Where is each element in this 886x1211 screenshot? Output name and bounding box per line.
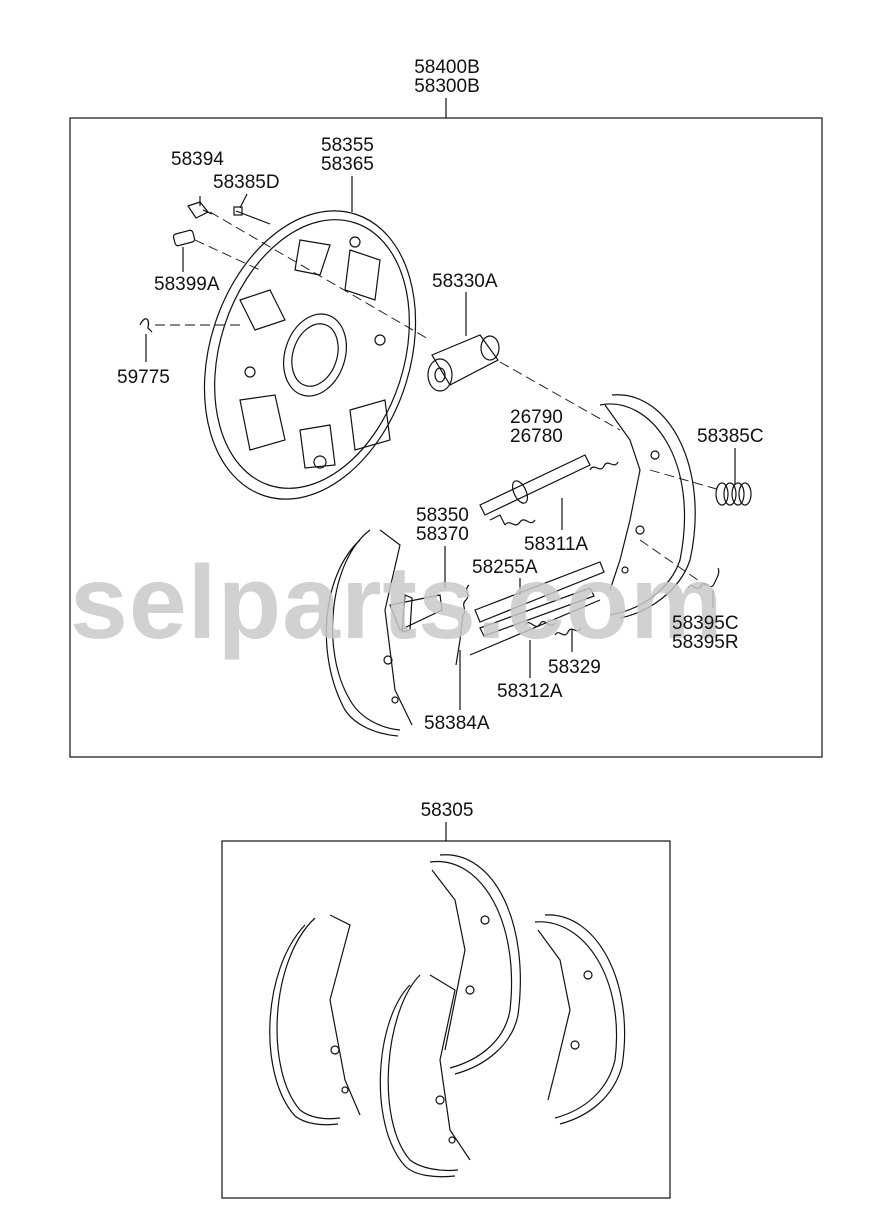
label-58400B: 58400B <box>414 57 480 78</box>
label-26790: 26790 <box>510 407 563 428</box>
label-58399A: 58399A <box>154 274 220 295</box>
label-58330A: 58330A <box>432 271 498 292</box>
label-58355: 58355 <box>321 135 374 156</box>
label-58384A: 58384A <box>424 713 490 734</box>
strut-plate <box>469 561 605 656</box>
wheel-cylinder <box>427 334 500 392</box>
lower-group-frame <box>221 840 671 1199</box>
lower-shoe-left <box>269 914 361 1126</box>
adjuster-assembly <box>479 454 619 526</box>
label-58395C: 58395C <box>672 613 739 634</box>
clip <box>139 318 153 333</box>
left-brake-shoe <box>325 529 413 737</box>
label-58365: 58365 <box>321 154 374 175</box>
lower-shoe-center-back <box>429 854 521 1075</box>
label-58255A: 58255A <box>472 557 538 578</box>
right-brake-shoe <box>599 394 696 619</box>
label-58395R: 58395R <box>672 632 739 653</box>
label-59775: 59775 <box>117 367 170 388</box>
label-58312A: 58312A <box>497 681 563 702</box>
label-26780: 26780 <box>510 426 563 447</box>
label-58350: 58350 <box>416 505 469 526</box>
label-58385C: 58385C <box>697 426 764 447</box>
cap <box>172 229 196 247</box>
backing-plate <box>203 210 417 500</box>
shoe-hold-pin <box>233 206 271 225</box>
lower-shoe-right <box>534 914 626 1125</box>
label-58370: 58370 <box>416 524 469 545</box>
spring-58329 <box>554 627 582 636</box>
parking-lever <box>389 594 443 633</box>
label-58329: 58329 <box>548 657 601 678</box>
lower-shoe-center-front <box>379 974 471 1178</box>
adjuster-spring-58385C <box>715 482 752 506</box>
label-58385D: 58385D <box>213 172 280 193</box>
spring-58384A <box>455 584 470 666</box>
spring-58395C <box>687 567 720 590</box>
spring-58312A <box>524 621 556 627</box>
label-58300B: 58300B <box>414 76 480 97</box>
label-58394: 58394 <box>171 149 224 170</box>
bleeder-screw <box>187 201 213 219</box>
label-58305: 58305 <box>420 800 474 821</box>
label-58311A: 58311A <box>524 534 589 555</box>
